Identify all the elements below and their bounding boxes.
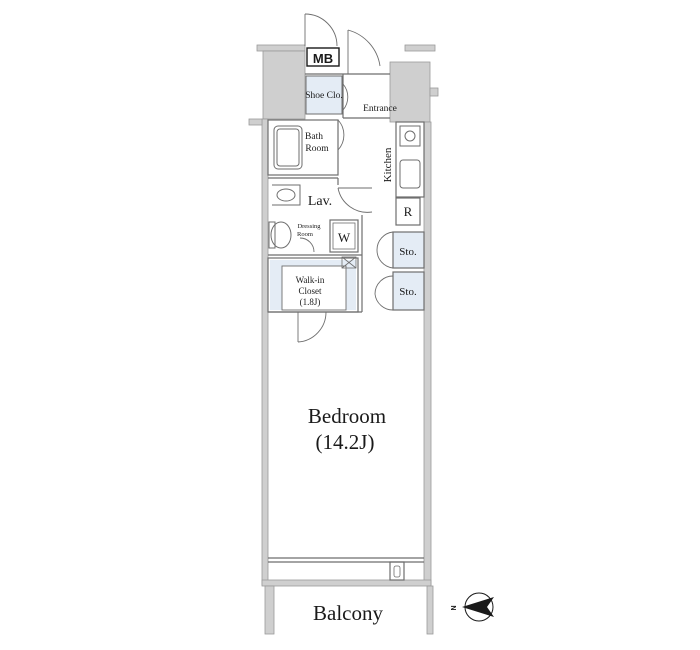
bedroom-label: Bedroom — [308, 404, 386, 428]
storage-2-label: Sto. — [399, 286, 417, 298]
mb-box — [306, 47, 340, 67]
compass-north-arrow-icon — [462, 592, 494, 622]
kitchen-label: Kitchen — [382, 147, 394, 182]
dressing-label-2: Room — [297, 231, 313, 238]
shoe-closet-label: Shoe Clo. — [305, 91, 342, 101]
door-swing-icon — [297, 13, 394, 343]
wall-left-notch — [248, 118, 263, 126]
wall-top-left — [256, 44, 306, 52]
washer-label: W — [338, 230, 351, 245]
compass-n-label: N — [451, 605, 458, 610]
bedroom-size-label: (14.2J) — [316, 430, 375, 454]
bathtub-icon — [273, 125, 303, 170]
structural-walls — [248, 44, 439, 635]
wall-top-right — [404, 44, 436, 52]
washer-box — [329, 219, 359, 253]
vent-icon — [341, 256, 357, 269]
sink-icon — [272, 184, 301, 206]
storage-1-label: Sto. — [399, 246, 417, 258]
wall-left — [261, 118, 269, 586]
dressing-label-1: Dressing — [297, 223, 321, 230]
column-left — [262, 50, 306, 120]
walkin-label-1: Walk-in — [296, 275, 325, 285]
walkin-label-2: Closet — [298, 286, 322, 296]
entrance-label: Entrance — [363, 104, 397, 114]
wall-bottom — [261, 579, 432, 587]
refrigerator-label: R — [404, 204, 413, 219]
partitions — [267, 73, 425, 581]
mb-label: MB — [313, 51, 333, 66]
toilet-icon — [268, 221, 292, 249]
balcony-wall-left — [264, 585, 275, 635]
bath-label-1: Bath — [305, 132, 323, 142]
stove-icon — [399, 125, 421, 189]
wall-right — [423, 121, 432, 586]
balcony-drain-icon — [393, 565, 401, 578]
bath-label-2: Room — [305, 144, 329, 154]
walkin-closet-inner — [281, 265, 347, 311]
balcony-wall-right — [426, 585, 434, 635]
lav-label: Lav. — [308, 194, 332, 209]
walkin-label-3: (1.8J) — [300, 297, 321, 307]
wall-right-stub — [429, 87, 439, 97]
balcony-label: Balcony — [313, 601, 383, 625]
shoe-closet — [305, 75, 343, 115]
